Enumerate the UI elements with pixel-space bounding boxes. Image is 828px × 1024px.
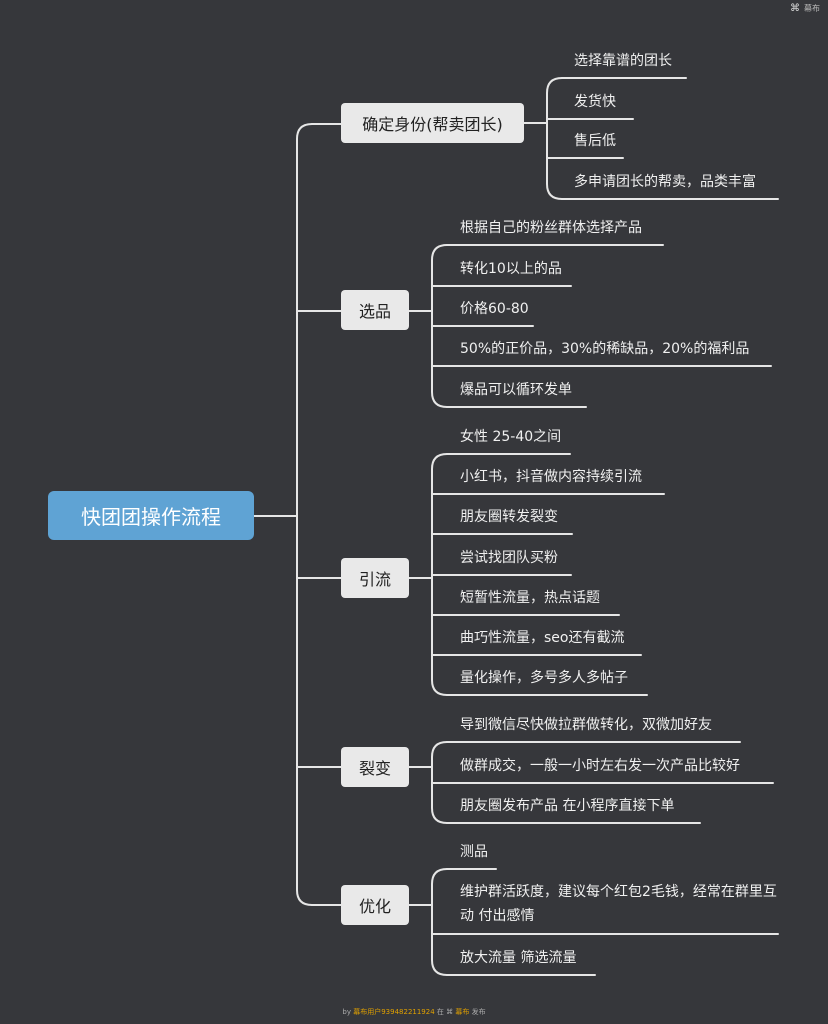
- footer-by: by: [342, 1008, 351, 1016]
- leaf-node[interactable]: 价格60-80: [460, 301, 529, 317]
- leaf-node[interactable]: 朋友圈发布产品 在小程序直接下单: [460, 798, 675, 814]
- leaf-node[interactable]: 多申请团长的帮卖，品类丰富: [574, 174, 756, 190]
- leaf-node[interactable]: 50%的正价品，30%的稀缺品，20%的福利品: [460, 341, 750, 357]
- branch-node-optimize[interactable]: 优化: [341, 885, 409, 925]
- leaf-node[interactable]: 放大流量 筛选流量: [460, 950, 577, 966]
- leaf-node[interactable]: 选择靠谱的团长: [574, 53, 672, 69]
- leaf-node[interactable]: 根据自己的粉丝群体选择产品: [460, 220, 642, 236]
- brand-label: 幕布: [804, 4, 820, 13]
- root-node[interactable]: 快团团操作流程: [48, 491, 254, 540]
- leaf-node[interactable]: 量化操作，多号多人多帖子: [460, 670, 628, 686]
- branch-node-selection[interactable]: 选品: [341, 290, 409, 330]
- leaf-node[interactable]: 小红书，抖音做内容持续引流: [460, 469, 642, 485]
- branch-node-traffic[interactable]: 引流: [341, 558, 409, 598]
- leaf-node[interactable]: 转化10以上的品: [460, 261, 562, 277]
- leaf-node[interactable]: 发货快: [574, 94, 616, 110]
- leaf-node[interactable]: 曲巧性流量，seo还有截流: [460, 630, 625, 646]
- footer-brand[interactable]: 幕布: [455, 1008, 470, 1016]
- branch-node-identity[interactable]: 确定身份(帮卖团长): [341, 103, 524, 143]
- footer-user[interactable]: 幕布用户939482211924: [353, 1008, 435, 1016]
- mubu-logo-icon: ⌘: [446, 1008, 454, 1016]
- leaf-node[interactable]: 导到微信尽快做拉群做转化，双微加好友: [460, 717, 712, 733]
- mubu-logo-icon: ⌘: [790, 3, 800, 14]
- footer-action: 发布: [471, 1008, 486, 1016]
- branch-node-fission[interactable]: 裂变: [341, 747, 409, 787]
- leaf-node[interactable]: 爆品可以循环发单: [460, 382, 572, 398]
- leaf-node[interactable]: 朋友圈转发裂变: [460, 509, 558, 525]
- leaf-node[interactable]: 尝试找团队买粉: [460, 550, 558, 566]
- leaf-node[interactable]: 测品: [460, 844, 488, 860]
- leaf-node[interactable]: 维护群活跃度，建议每个红包2毛钱，经常在群里互动 付出感情: [460, 884, 777, 924]
- leaf-node[interactable]: 做群成交，一般一小时左右发一次产品比较好: [460, 758, 740, 774]
- leaf-node[interactable]: 女性 25-40之间: [460, 429, 562, 445]
- footer-mid: 在: [436, 1008, 444, 1016]
- brand-watermark: ⌘ 幕布: [790, 3, 820, 14]
- leaf-node[interactable]: 售后低: [574, 133, 616, 149]
- leaf-node[interactable]: 短暂性流量，热点话题: [460, 590, 600, 606]
- footer-credit: by 幕布用户939482211924 在 ⌘ 幕布 发布: [0, 1007, 828, 1017]
